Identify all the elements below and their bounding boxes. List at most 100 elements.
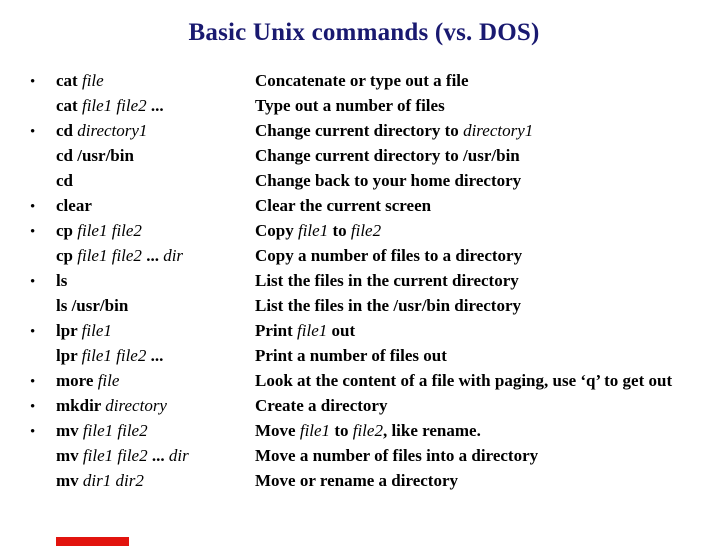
command-text: cd /usr/bin bbox=[56, 143, 255, 168]
command-text: more file bbox=[56, 368, 255, 393]
text-segment: dir1 dir2 bbox=[82, 471, 144, 490]
text-segment: cd bbox=[56, 171, 73, 190]
command-row: lpr file1 file2 ... Print a number of fil… bbox=[0, 343, 728, 368]
bullet-icon: • bbox=[30, 124, 36, 140]
text-segment: file1 file2 bbox=[82, 421, 148, 440]
text-segment: file bbox=[81, 71, 104, 90]
command-description: Move or rename a directory bbox=[255, 468, 728, 493]
command-description: Concatenate or type out a file bbox=[255, 68, 728, 93]
command-description: Clear the current screen bbox=[255, 193, 728, 218]
text-segment: ... bbox=[146, 246, 164, 265]
text-segment: directory bbox=[105, 396, 167, 415]
bullet-icon: • bbox=[30, 74, 36, 90]
text-segment: Copy bbox=[255, 221, 298, 240]
text-segment: cp bbox=[56, 221, 78, 240]
command-text: clear bbox=[56, 193, 255, 218]
command-description: Move a number of files into a directory bbox=[255, 443, 728, 468]
bullet-icon: • bbox=[30, 274, 36, 290]
text-segment: file1 file2 bbox=[81, 96, 151, 115]
text-segment: cd bbox=[56, 121, 78, 140]
text-segment: Change current directory to bbox=[255, 121, 464, 140]
command-text: cp file1 file2 ... dir bbox=[56, 243, 255, 268]
command-text: cd bbox=[56, 168, 255, 193]
text-segment: to bbox=[328, 221, 351, 240]
command-row: ls /usr/bin List the files in the /usr/bi… bbox=[0, 293, 728, 318]
command-text: cat file bbox=[56, 68, 255, 93]
text-segment: file2 bbox=[350, 221, 382, 240]
text-segment: mv bbox=[56, 446, 83, 465]
text-segment: Print bbox=[255, 321, 298, 340]
text-segment: Type out a number of files bbox=[255, 96, 445, 115]
text-segment: Copy a number of files to a directory bbox=[255, 246, 523, 265]
text-segment: Move a number of files into a directory bbox=[255, 446, 539, 465]
text-segment: file1 bbox=[299, 421, 331, 440]
command-description: Change back to your home directory bbox=[255, 168, 728, 193]
text-segment: file1 file2 bbox=[77, 221, 142, 240]
text-segment: Print a number of files out bbox=[255, 346, 447, 365]
text-segment: , like rename. bbox=[382, 421, 481, 440]
text-segment: out bbox=[327, 321, 356, 340]
command-row: cd /usr/bin Change current directory to /… bbox=[0, 143, 728, 168]
text-segment: file1 bbox=[297, 221, 329, 240]
command-description: Change current directory to /usr/bin bbox=[255, 143, 728, 168]
text-segment: List the files in the current directory bbox=[255, 271, 519, 290]
text-segment: lpr bbox=[56, 346, 82, 365]
bullet-icon: • bbox=[30, 324, 36, 340]
text-segment: cd /usr/bin bbox=[56, 146, 134, 165]
text-segment: file1 bbox=[297, 321, 328, 340]
text-segment: to bbox=[330, 421, 353, 440]
text-segment: cat bbox=[56, 96, 82, 115]
text-segment: dir bbox=[168, 446, 189, 465]
command-description: Type out a number of files bbox=[255, 93, 728, 118]
bullet-icon: • bbox=[30, 224, 36, 240]
command-row: • cp file1 file2 Copy file1 to file2 bbox=[0, 218, 728, 243]
text-segment: mv bbox=[56, 421, 83, 440]
command-description: Print file1 out bbox=[255, 318, 728, 343]
text-segment: file bbox=[97, 371, 120, 390]
text-segment: List the files in the /usr/bin directory bbox=[255, 296, 522, 315]
text-segment: Move or rename a directory bbox=[255, 471, 458, 490]
text-segment: Clear the current screen bbox=[255, 196, 432, 215]
text-segment: ... bbox=[150, 346, 164, 365]
text-segment: mv bbox=[56, 471, 83, 490]
text-segment: directory1 bbox=[463, 121, 534, 140]
text-segment: dir bbox=[163, 246, 184, 265]
command-description: List the files in the /usr/bin directory bbox=[255, 293, 728, 318]
text-segment: cp bbox=[56, 246, 78, 265]
progress-bar[interactable] bbox=[56, 537, 129, 546]
text-segment: ... bbox=[150, 96, 164, 115]
text-segment: Concatenate or type out a file bbox=[255, 71, 469, 90]
text-segment: file1 file2 bbox=[81, 346, 151, 365]
command-text: cat file1 file2 ... bbox=[56, 93, 255, 118]
bullet-icon: • bbox=[30, 199, 36, 215]
text-segment: ls /usr/bin bbox=[56, 296, 129, 315]
command-description: Look at the content of a file with pagin… bbox=[255, 368, 728, 393]
slide-title: Basic Unix commands (vs. DOS) bbox=[188, 19, 540, 46]
command-text: ls /usr/bin bbox=[56, 293, 255, 318]
text-segment: Look at the content of a file with pagin… bbox=[255, 371, 673, 390]
bullet-icon: • bbox=[30, 374, 36, 390]
command-row: cd Change back to your home directory bbox=[0, 168, 728, 193]
bullet-icon: • bbox=[30, 424, 36, 440]
command-description: List the files in the current directory bbox=[255, 268, 728, 293]
command-description: Create a directory bbox=[255, 393, 728, 418]
command-text: lpr file1 bbox=[56, 318, 255, 343]
text-segment: cat bbox=[56, 71, 82, 90]
text-segment: ... bbox=[151, 446, 169, 465]
command-text: mv dir1 dir2 bbox=[56, 468, 255, 493]
bullet-icon: • bbox=[30, 399, 36, 415]
command-text: mkdir directory bbox=[56, 393, 255, 418]
command-row: cat file1 file2 ...Type out a number of … bbox=[0, 93, 728, 118]
text-segment: Change back to your home directory bbox=[255, 171, 522, 190]
